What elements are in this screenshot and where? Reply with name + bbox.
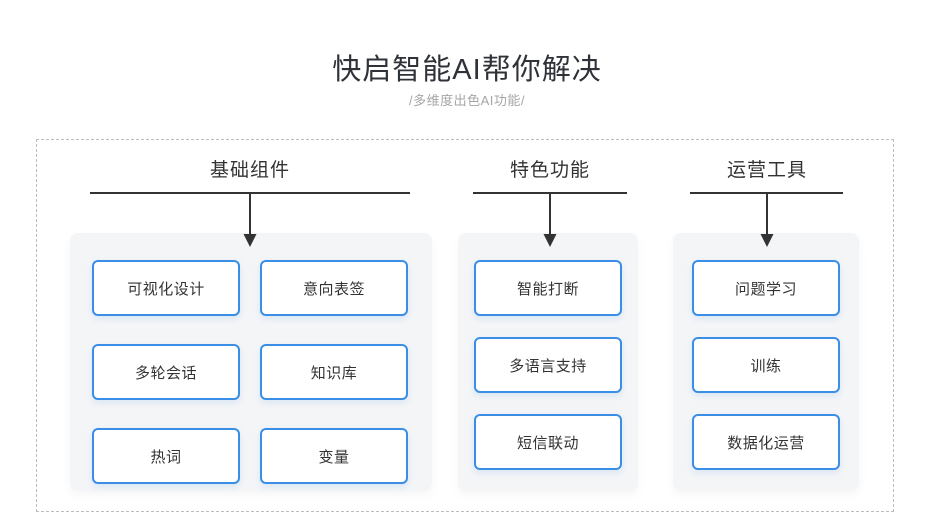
feature-box-multi-language: 多语言支持 [474,337,622,393]
header-underline [473,192,627,194]
page-title: 快启智能AI帮你解决 [332,54,602,86]
feature-box-question-learning: 问题学习 [692,260,840,316]
feature-box-data-operation: 数据化运营 [692,414,840,470]
column-header-operation-tools: 运营工具 [726,160,807,181]
header-underline [690,192,843,194]
panel-featured-functions: 智能打断 多语言支持 短信联动 [458,233,638,491]
panel-operation-tools: 问题学习 训练 数据化运营 [673,233,859,491]
feature-box-variables: 变量 [260,428,408,484]
column-header-featured-functions: 特色功能 [509,160,590,181]
header-underline [90,192,410,194]
feature-box-intent-tags: 意向表签 [260,260,408,316]
diagram-container [36,139,894,512]
feature-box-knowledge-base: 知识库 [260,344,408,400]
column-header-basic-components: 基础组件 [209,160,290,181]
page-subtitle: /多维度出色AI功能/ [408,93,525,108]
feature-box-hot-words: 热词 [92,428,240,484]
down-arrow-icon [760,194,774,247]
feature-box-multi-turn-dialog: 多轮会话 [92,344,240,400]
down-arrow-icon [543,194,557,247]
feature-box-visual-design: 可视化设计 [92,260,240,316]
feature-box-training: 训练 [692,337,840,393]
feature-box-smart-interruption: 智能打断 [474,260,622,316]
panel-basic-components: 可视化设计 意向表签 多轮会话 知识库 热词 变量 [70,233,432,491]
feature-box-sms-linkage: 短信联动 [474,414,622,470]
down-arrow-icon [243,194,257,247]
